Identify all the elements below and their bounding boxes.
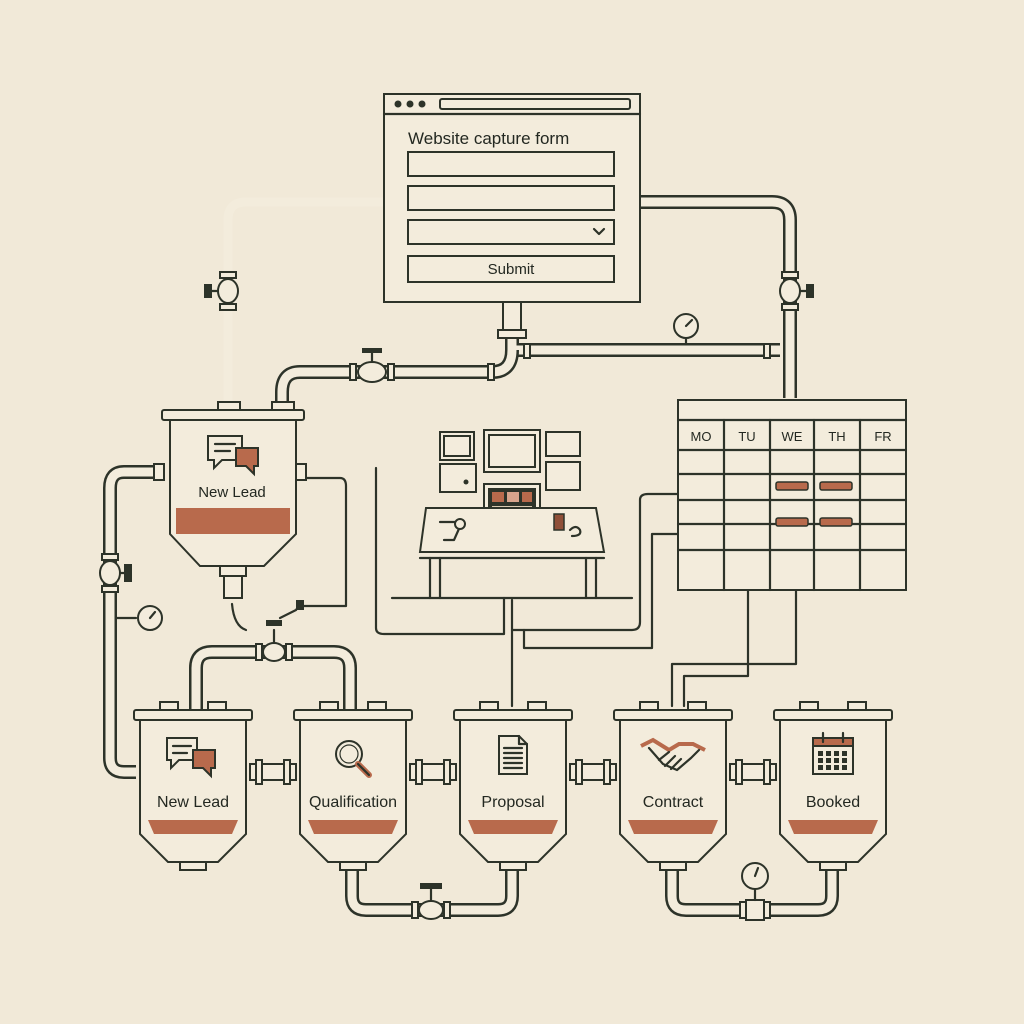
fill-level bbox=[628, 820, 718, 834]
chat-bubbles-icon bbox=[207, 435, 259, 477]
fill-level bbox=[308, 820, 398, 834]
fill-level bbox=[788, 820, 878, 834]
pipeline-stages: New Lead Qualification Proposal Contract Boo… bbox=[133, 701, 893, 871]
intake-tank-label: New Lead bbox=[198, 484, 266, 501]
calendar-day-label: TU bbox=[738, 429, 755, 444]
valve-handle-icon bbox=[204, 284, 212, 298]
stage-label: Proposal bbox=[481, 794, 544, 811]
wall-frame bbox=[439, 463, 477, 493]
intake-tank: New Lead bbox=[153, 401, 307, 599]
mug-icon bbox=[553, 513, 565, 531]
valve-middle[interactable] bbox=[349, 348, 495, 383]
stage-label: New Lead bbox=[157, 794, 229, 811]
pressure-gauge-left bbox=[115, 605, 163, 631]
stage-tank[interactable]: Qualification bbox=[293, 701, 413, 871]
stage-tank[interactable]: Booked bbox=[773, 701, 893, 871]
valve-branch[interactable] bbox=[255, 600, 304, 662]
stage-tank[interactable]: Proposal bbox=[453, 701, 573, 871]
valve-bottom-left[interactable] bbox=[411, 883, 451, 920]
calendar-day-label: WE bbox=[782, 429, 803, 444]
calendar-event[interactable] bbox=[819, 481, 853, 491]
form-field-email[interactable] bbox=[407, 185, 615, 211]
valve-left-side[interactable] bbox=[99, 553, 132, 593]
valve-handle-icon bbox=[806, 284, 814, 298]
chevron-down-icon bbox=[592, 227, 606, 236]
submit-button-label: Submit bbox=[488, 261, 536, 278]
wall-frame bbox=[545, 431, 581, 457]
valve-handle-icon bbox=[420, 883, 442, 889]
form-title: Website capture form bbox=[408, 129, 569, 148]
valve-right-top[interactable] bbox=[779, 271, 814, 311]
fill-level bbox=[148, 820, 238, 834]
form-select[interactable] bbox=[407, 219, 615, 245]
calendar-event[interactable] bbox=[775, 481, 809, 491]
stage-label: Qualification bbox=[309, 794, 397, 811]
calendar-icon bbox=[812, 731, 854, 775]
stage-tank[interactable]: New Lead bbox=[133, 701, 253, 871]
stage-tank[interactable]: Contract bbox=[613, 701, 733, 871]
valve-handle-icon bbox=[266, 620, 282, 626]
window-dot-icon bbox=[406, 100, 414, 108]
chat-bubbles-icon bbox=[166, 737, 216, 779]
calendar-event[interactable] bbox=[775, 517, 809, 527]
magnifier-icon bbox=[335, 740, 372, 778]
fill-level bbox=[176, 508, 290, 534]
website-capture-form: Website capture form Submit bbox=[382, 93, 642, 303]
form-field-name[interactable] bbox=[407, 151, 615, 177]
form-outlet bbox=[502, 301, 522, 333]
address-bar bbox=[439, 98, 631, 110]
wall-frame bbox=[545, 461, 581, 491]
valve-handle-icon bbox=[362, 348, 382, 353]
document-icon bbox=[498, 734, 529, 775]
valve-handle-icon bbox=[124, 564, 132, 582]
stage-label: Booked bbox=[806, 794, 860, 811]
workspace-illustration bbox=[418, 429, 606, 600]
calendar-day-label: FR bbox=[874, 429, 891, 444]
window-dot-icon bbox=[418, 100, 426, 108]
valve-left-top[interactable] bbox=[204, 271, 239, 311]
pressure-gauge-top bbox=[523, 313, 771, 359]
submit-button[interactable] bbox=[407, 255, 615, 283]
window-dot-icon bbox=[394, 100, 402, 108]
calendar-day-label: TH bbox=[828, 429, 845, 444]
pressure-gauge-bottom bbox=[739, 862, 771, 921]
calendar-day-label: MO bbox=[691, 429, 712, 444]
calendar-event[interactable] bbox=[819, 517, 853, 527]
stage-couplers bbox=[249, 759, 777, 785]
calendar-grid: MO TU WE TH FR bbox=[676, 399, 908, 592]
handshake-icon bbox=[640, 737, 706, 772]
fill-level bbox=[468, 820, 558, 834]
signal-wires bbox=[230, 466, 798, 708]
stage-label: Contract bbox=[643, 794, 704, 811]
